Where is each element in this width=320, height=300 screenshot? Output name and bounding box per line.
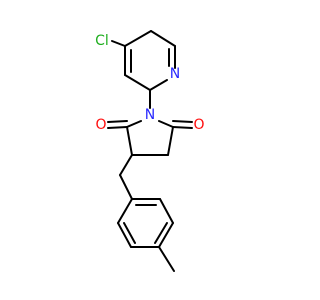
bond [119, 174, 133, 200]
bond [107, 120, 128, 123]
bond [150, 30, 176, 47]
bond [124, 74, 151, 91]
bond [107, 126, 128, 129]
bond [159, 198, 174, 224]
molecule-drawing: Cl N N O O [95, 30, 205, 272]
right-oxygen-label: O [193, 117, 204, 133]
bond [158, 222, 174, 248]
bond [119, 154, 133, 176]
bond [167, 126, 174, 156]
bond [149, 79, 168, 91]
bond [172, 126, 193, 129]
chlorine-label: Cl [95, 33, 109, 49]
toluene-ring [117, 198, 175, 272]
bond [172, 120, 193, 123]
pyridine-ring [111, 30, 176, 91]
bond [126, 126, 133, 156]
bond [158, 120, 174, 128]
succinimide-ring [107, 120, 193, 156]
bond [158, 246, 175, 272]
bond [126, 120, 142, 128]
bond [124, 30, 152, 47]
pyridine-nitrogen-label: N [170, 66, 180, 82]
left-oxygen-label: O [95, 117, 106, 133]
bond [111, 40, 126, 47]
imide-nitrogen-label: N [145, 107, 155, 123]
bond [117, 198, 133, 224]
bond [117, 222, 132, 248]
structure-canvas: Cl N N O O [95, 30, 205, 272]
bond [154, 222, 168, 244]
bond [123, 222, 136, 244]
